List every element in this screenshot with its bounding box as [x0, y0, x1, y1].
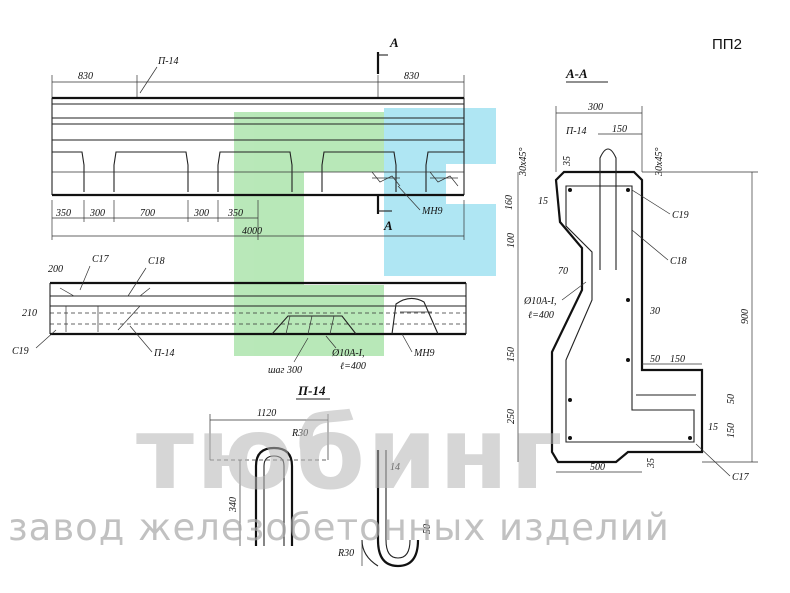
- dim-300-a: 300: [89, 208, 105, 219]
- label-p14-plan: П-14: [153, 348, 175, 359]
- dim-500: 500: [590, 462, 605, 473]
- dim-14: 14: [390, 462, 400, 473]
- logo-green-top: [304, 112, 384, 172]
- section-aa: А-А 300 150 П-14 30x45° 30x45° 160 100 1…: [504, 66, 758, 483]
- label-l400-sec: ℓ=400: [528, 310, 554, 321]
- logo-green-bottom: [304, 285, 384, 356]
- label-mn9-plan: МН9: [413, 348, 435, 359]
- dim-15-right: 15: [708, 422, 718, 433]
- label-chamfer-left: 30x45°: [518, 148, 529, 177]
- dim-300-sec: 300: [587, 102, 603, 113]
- dim-830-left: 830: [78, 71, 93, 82]
- section-title: А-А: [565, 66, 588, 81]
- logo-cyan-top: [384, 108, 496, 164]
- label-c19-sec: С19: [672, 210, 689, 221]
- dim-150-r: 150: [726, 423, 737, 438]
- dim-35-bottom: 35: [646, 458, 657, 469]
- label-d10-plan: Ø10А-I,: [331, 348, 365, 359]
- dim-300-b: 300: [193, 208, 209, 219]
- label-c17-sec: С17: [732, 472, 750, 483]
- logo-watermark: [234, 108, 496, 356]
- dim-250: 250: [506, 409, 517, 424]
- label-p14-top: П-14: [157, 56, 179, 67]
- dim-150-v: 150: [506, 347, 517, 362]
- dim-700: 700: [140, 208, 155, 219]
- section-outline: [550, 170, 704, 464]
- label-step: шаг 300: [268, 365, 302, 376]
- label-c17-plan: С17: [92, 254, 110, 265]
- dim-70: 70: [558, 266, 568, 277]
- logo-cyan-mid: [384, 164, 446, 276]
- sheet-code: ПП2: [712, 36, 742, 53]
- label-chamfer-right: 30x45°: [654, 148, 665, 177]
- dim-35-top: 35: [562, 156, 573, 167]
- dim-340: 340: [228, 497, 239, 513]
- dim-100: 100: [506, 233, 517, 248]
- dim-15-left: 15: [538, 196, 548, 207]
- dim-210: 210: [22, 308, 37, 319]
- dim-50-b: 50: [726, 394, 737, 404]
- dim-900: 900: [740, 309, 751, 324]
- dim-50: 50: [422, 524, 433, 534]
- label-c18-sec: С18: [670, 256, 687, 267]
- dim-r30-a: R30: [291, 428, 308, 439]
- detail-p14: П-14 1120 R30 340 14 50 R30: [209, 383, 433, 568]
- watermark-brand: тюбинг: [136, 395, 564, 512]
- dim-350-b: 350: [227, 208, 243, 219]
- label-c18-plan: С18: [148, 256, 165, 267]
- elevation-view: 830 830 П-14 А: [51, 35, 465, 240]
- dim-830-right: 830: [404, 71, 419, 82]
- dim-1120: 1120: [257, 408, 276, 419]
- label-mn9-elev: МН9: [421, 206, 443, 217]
- section-mark-bottom: А: [383, 218, 393, 233]
- label-l400-plan: ℓ=400: [340, 361, 366, 372]
- dim-r30-b: R30: [337, 548, 354, 559]
- label-c19-plan: С19: [12, 346, 29, 357]
- label-d10-sec: Ø10А-I,: [523, 296, 557, 307]
- detail-title: П-14: [297, 383, 326, 398]
- dim-350-a: 350: [55, 208, 71, 219]
- dim-150-h: 150: [670, 354, 685, 365]
- section-mark-top: А: [389, 35, 399, 50]
- dim-160: 160: [504, 195, 515, 210]
- dim-150-top: 150: [612, 124, 627, 135]
- openings: [52, 151, 464, 192]
- logo-cyan-right: [446, 204, 496, 276]
- label-p14-sec: П-14: [565, 126, 587, 137]
- dim-4000: 4000: [242, 226, 262, 237]
- logo-green-bar: [234, 112, 304, 356]
- dim-30: 30: [649, 306, 660, 317]
- dim-50-a: 50: [650, 354, 660, 365]
- watermark-subtitle: завод железобетонных изделий: [8, 506, 670, 549]
- plan-view: 200 210 С17 С18 С19 П-14 шаг 300 Ø10А-I,…: [12, 254, 467, 376]
- dim-200: 200: [48, 264, 63, 275]
